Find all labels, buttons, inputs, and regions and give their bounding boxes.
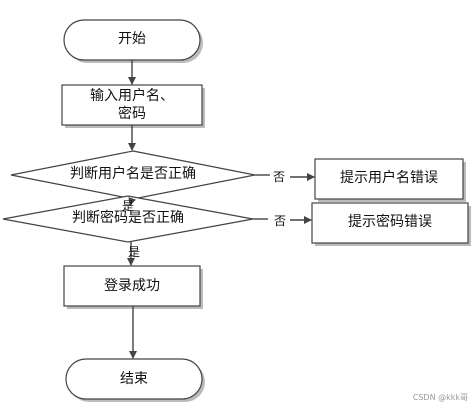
login-success-box	[63, 265, 201, 307]
password-yes-label: 是	[128, 245, 141, 259]
input-label-line2: 密码	[118, 106, 146, 122]
check-username-label: 判断用户名是否正确	[70, 166, 196, 182]
login-success-label: 登录成功	[104, 278, 160, 294]
password-error-box	[311, 202, 469, 244]
username-yes-label: 是	[122, 199, 135, 213]
password-no-label: 否	[274, 214, 287, 228]
end-terminator	[65, 358, 203, 400]
username-no-label: 否	[273, 170, 286, 184]
username-error-label: 提示用户名错误	[340, 170, 438, 186]
watermark: CSDN @kkk哥	[412, 393, 468, 402]
arrow-check-username-to-check-password	[128, 197, 137, 206]
password-error-label: 提示密码错误	[348, 214, 432, 230]
start-label: 开始	[118, 31, 146, 47]
username-error-box	[314, 158, 464, 200]
end-label: 结束	[120, 371, 148, 387]
check-password-decision	[2, 195, 254, 243]
input-process-box	[61, 84, 203, 126]
check-password-label: 判断密码是否正确	[72, 210, 184, 226]
input-label-line1: 输入用户名、	[90, 88, 174, 104]
